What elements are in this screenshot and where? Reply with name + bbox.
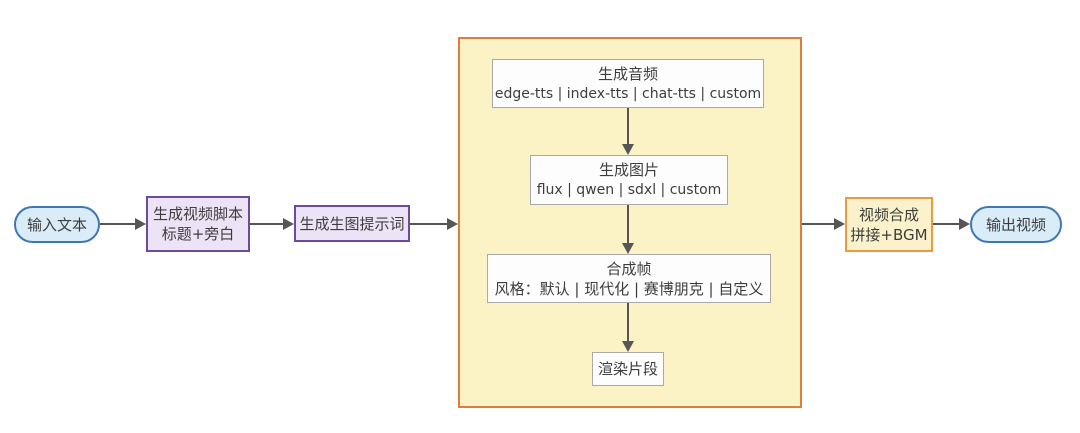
node-video-merge: 视频合成 拼接+BGM [845, 197, 933, 252]
arrow-shaft [410, 223, 448, 225]
node-generate-script: 生成视频脚本 标题+旁白 [146, 196, 250, 252]
node-generate-audio: 生成音频 edge-tts | index-tts | chat-tts | c… [492, 59, 764, 108]
arrow-shaft [100, 223, 136, 225]
arrow-shaft [627, 205, 629, 244]
arrow-shaft [627, 108, 629, 145]
arrow-image-to-frame [622, 205, 634, 254]
node-compose-frame-title: 合成帧 [606, 259, 652, 278]
arrow-head [447, 218, 458, 230]
arrow-shaft [250, 223, 284, 225]
node-generate-image-options: flux | qwen | sdxl | custom [536, 182, 722, 198]
node-compose-frame-options: 风格：默认 | 现代化 | 赛博朋克 | 自定义 [494, 279, 764, 298]
arrow-head [622, 243, 634, 254]
node-generate-script-line1: 生成视频脚本 [152, 205, 243, 223]
arrow-head [959, 218, 970, 230]
arrow-head [622, 341, 634, 352]
node-compose-frame: 合成帧 风格：默认 | 现代化 | 赛博朋克 | 自定义 [487, 254, 771, 303]
node-video-merge-line2: 拼接+BGM [850, 225, 928, 244]
arrow-shaft [802, 223, 835, 225]
node-generate-script-line2: 标题+旁白 [161, 225, 235, 243]
node-input-label: 输入文本 [26, 215, 87, 234]
node-generate-audio-options: edge-tts | index-tts | chat-tts | custom [494, 85, 762, 102]
node-generate-image-title: 生成图片 [598, 161, 659, 179]
arrow-frame-to-render [622, 303, 634, 352]
node-video-merge-line1: 视频合成 [858, 205, 919, 224]
arrow-audio-to-image [622, 108, 634, 155]
arrow-script-to-prompt [250, 218, 294, 230]
node-generate-image: 生成图片 flux | qwen | sdxl | custom [530, 155, 728, 205]
node-generate-image-prompt: 生成生图提示词 [294, 205, 410, 242]
arrow-container-to-merge [802, 218, 845, 230]
node-render-clip: 渲染片段 [592, 352, 664, 386]
node-output-video-label: 输出视频 [985, 215, 1046, 234]
node-input-text: 输入文本 [14, 206, 100, 243]
arrow-prompt-to-container [410, 218, 458, 230]
arrow-input-to-script [100, 218, 146, 230]
node-render-clip-label: 渲染片段 [597, 360, 658, 378]
node-generate-image-prompt-label: 生成生图提示词 [299, 214, 405, 233]
node-output-video: 输出视频 [970, 206, 1062, 243]
arrow-merge-to-output [933, 218, 970, 230]
arrow-head [834, 218, 845, 230]
arrow-head [622, 144, 634, 155]
arrow-head [283, 218, 294, 230]
arrow-head [135, 218, 146, 230]
arrow-shaft [627, 303, 629, 342]
arrow-shaft [933, 223, 960, 225]
node-generate-audio-title: 生成音频 [597, 64, 658, 83]
